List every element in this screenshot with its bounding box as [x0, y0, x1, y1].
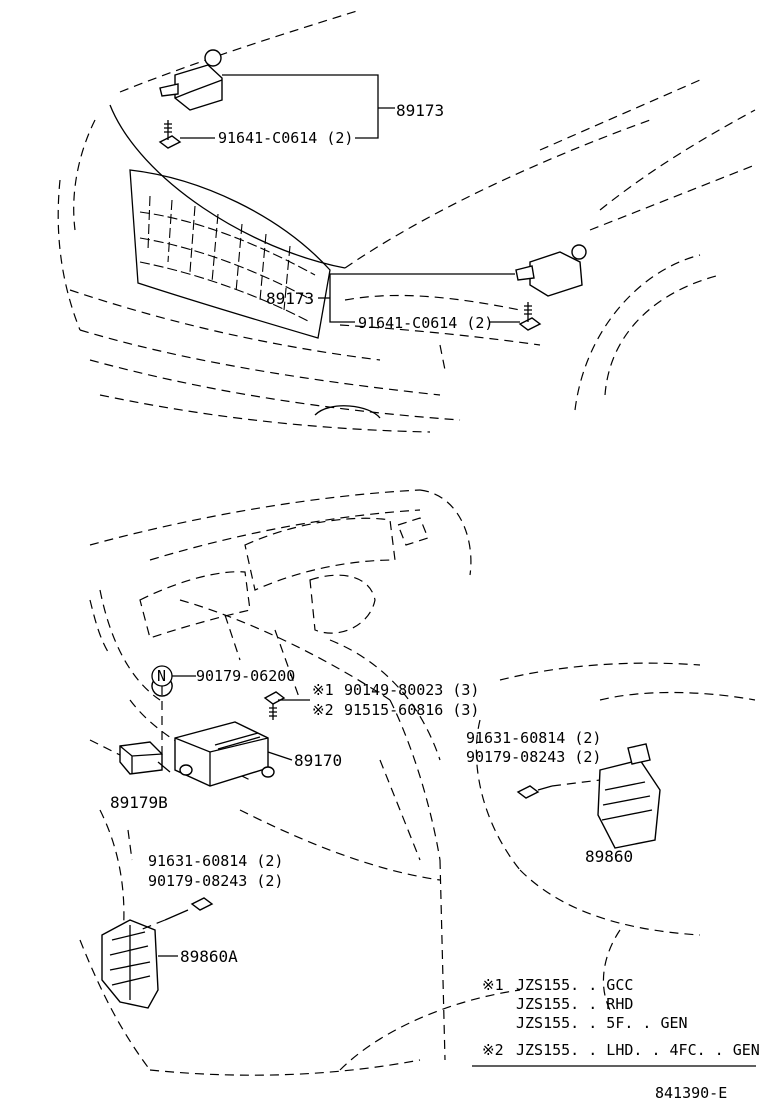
- connector-part: [119, 741, 171, 775]
- nut-marker: N: [157, 667, 166, 685]
- ecu-bolt-part: [263, 691, 286, 720]
- vehicle-front-illustration: [57, 9, 756, 433]
- bolt-upper-part: [158, 120, 182, 149]
- note2-marker: ※2: [312, 701, 334, 719]
- bolt-note1-label: 90149-80023 (3): [344, 681, 479, 699]
- top-leader-lines: [180, 74, 520, 323]
- legend: ※1 JZS155. . GCC JZS155. . RHD JZS155. .…: [472, 976, 760, 1067]
- legend-note2-marker: ※2: [482, 1041, 504, 1059]
- interior-illustration: [79, 489, 756, 1076]
- side-nut-b-label: 90179-08243 (2): [148, 872, 283, 890]
- side-sensor-label: 89860: [585, 847, 633, 866]
- side-bolt-a-part: [139, 897, 214, 931]
- side-sensor-a-label: 89860A: [180, 947, 238, 966]
- airbag-ecu-label: 89170: [294, 751, 342, 770]
- bolt-upper-label: 91641-C0614 (2): [218, 129, 353, 147]
- front-sensor-lower-part: [515, 244, 587, 297]
- legend-note1-marker: ※1: [482, 976, 504, 994]
- front-sensor-upper-part: [159, 49, 223, 111]
- legend-note2-line: JZS155. . LHD. . 4FC. . GEN: [516, 1041, 760, 1059]
- side-bolt-part: [516, 779, 601, 799]
- side-bolt-a-label: 91631-60814 (2): [466, 729, 601, 747]
- airbag-ecu-part: [174, 721, 293, 787]
- side-bolt-b-label: 91631-60814 (2): [148, 852, 283, 870]
- nut-callout: N: [151, 665, 173, 687]
- side-sensor-a-part: [101, 919, 159, 1009]
- front-sensor-lower-label: 89173: [266, 289, 314, 308]
- legend-note1-line1: JZS155. . GCC: [516, 976, 633, 994]
- bolt-lower-part: [518, 302, 542, 331]
- nut-label: 90179-06200: [196, 667, 295, 685]
- front-sensor-upper-label: 89173: [396, 101, 444, 120]
- bottom-leader-lines: [127, 675, 310, 957]
- note1-marker: ※1: [312, 681, 334, 699]
- bolt-note2-label: 91515-60816 (3): [344, 701, 479, 719]
- side-sensor-part: [597, 743, 661, 849]
- side-nut-a-label: 90179-08243 (2): [466, 748, 601, 766]
- legend-note1-line3: JZS155. . 5F. . GEN: [516, 1014, 688, 1032]
- bolt-lower-label: 91641-C0614 (2): [358, 314, 493, 332]
- connector-label: 89179B: [110, 793, 168, 812]
- legend-note1-line2: JZS155. . RHD: [516, 995, 633, 1013]
- figure-code: 841390-E: [655, 1084, 727, 1102]
